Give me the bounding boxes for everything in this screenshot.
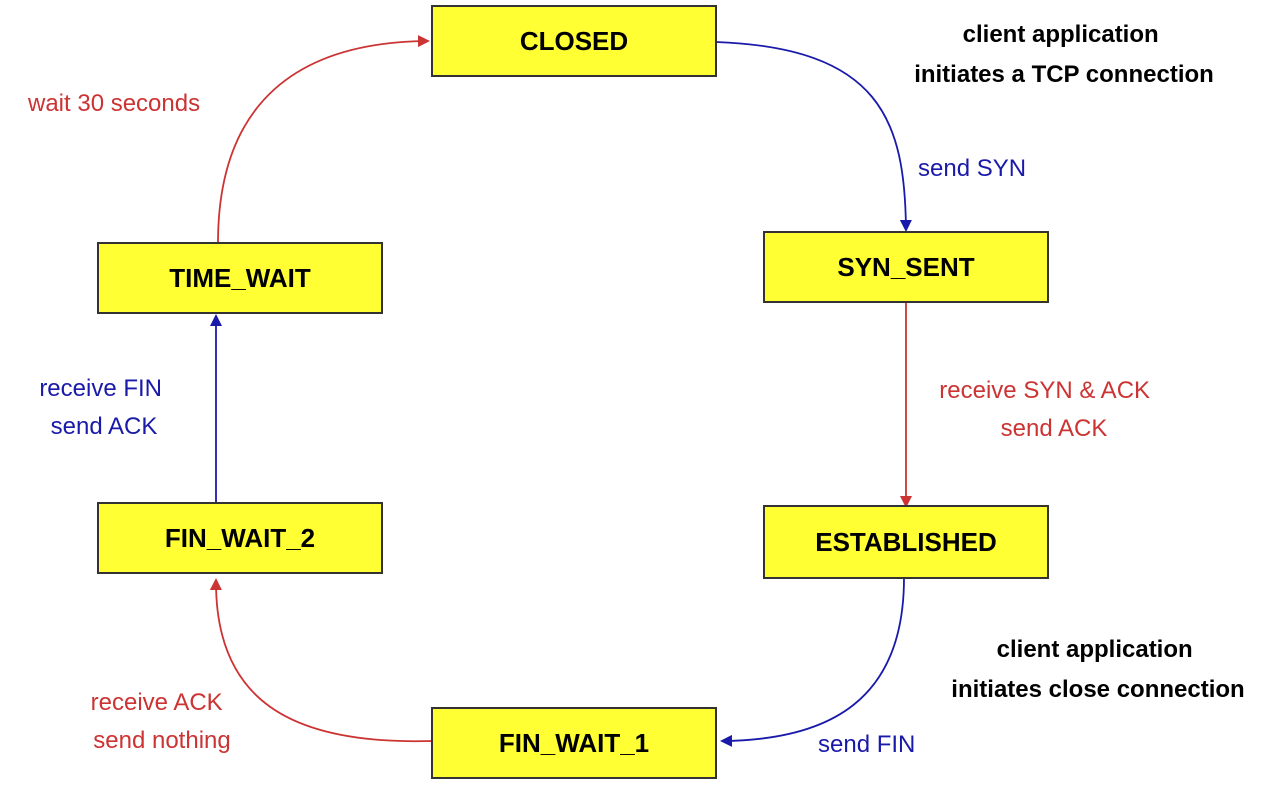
- note-close-line-2: initiates close connection: [951, 676, 1244, 703]
- label-receive-ack: receive ACK send nothing: [91, 689, 231, 754]
- label-send-syn-line-1: send SYN: [918, 155, 1026, 182]
- label-send-syn: send SYN: [918, 155, 1026, 182]
- state-closed: CLOSED: [431, 5, 717, 77]
- state-fin-wait-1: FIN_WAIT_1: [431, 707, 717, 779]
- label-send-fin-line-1: send FIN: [818, 731, 915, 758]
- label-receive-fin: receive FIN send ACK: [39, 375, 168, 440]
- edge-fin-wait-1-to-fin-wait-2: [209, 578, 433, 743]
- state-established-label: ESTABLISHED: [815, 527, 997, 557]
- state-fin-wait-2: FIN_WAIT_2: [97, 502, 383, 574]
- note-open-line-1: client application: [963, 21, 1159, 48]
- note-close-line-1: client application: [997, 636, 1193, 663]
- label-send-fin: send FIN: [818, 731, 915, 758]
- note-open-line-2: initiates a TCP connection: [914, 61, 1214, 88]
- label-receive-syn-ack-line-2: send ACK: [1001, 415, 1108, 442]
- state-time-wait: TIME_WAIT: [97, 242, 383, 314]
- edge-time-wait-to-closed: [217, 35, 430, 244]
- state-time-wait-label: TIME_WAIT: [169, 263, 311, 293]
- state-syn-sent-label: SYN_SENT: [837, 252, 974, 282]
- state-closed-label: CLOSED: [520, 26, 628, 56]
- label-wait-30-seconds: wait 30 seconds: [27, 90, 200, 117]
- note-open-connection: client application initiates a TCP conne…: [914, 21, 1214, 88]
- label-receive-syn-ack-line-1: receive SYN & ACK: [939, 377, 1150, 404]
- state-syn-sent: SYN_SENT: [763, 231, 1049, 303]
- edge-established-to-fin-wait-1: [720, 577, 905, 747]
- state-fin-wait-2-label: FIN_WAIT_2: [165, 523, 315, 553]
- note-close-connection: client application initiates close conne…: [951, 636, 1244, 703]
- label-receive-fin-line-1: receive FIN: [39, 375, 162, 402]
- label-receive-ack-line-1: receive ACK: [91, 689, 223, 716]
- label-receive-fin-line-2: send ACK: [51, 413, 158, 440]
- state-established: ESTABLISHED: [763, 505, 1049, 579]
- label-receive-ack-line-2: send nothing: [93, 727, 230, 754]
- label-receive-syn-ack: receive SYN & ACK send ACK: [939, 377, 1156, 442]
- edge-closed-to-syn-sent: [715, 41, 912, 232]
- state-fin-wait-1-label: FIN_WAIT_1: [499, 728, 649, 758]
- label-wait-30-seconds-line-1: wait 30 seconds: [27, 90, 200, 117]
